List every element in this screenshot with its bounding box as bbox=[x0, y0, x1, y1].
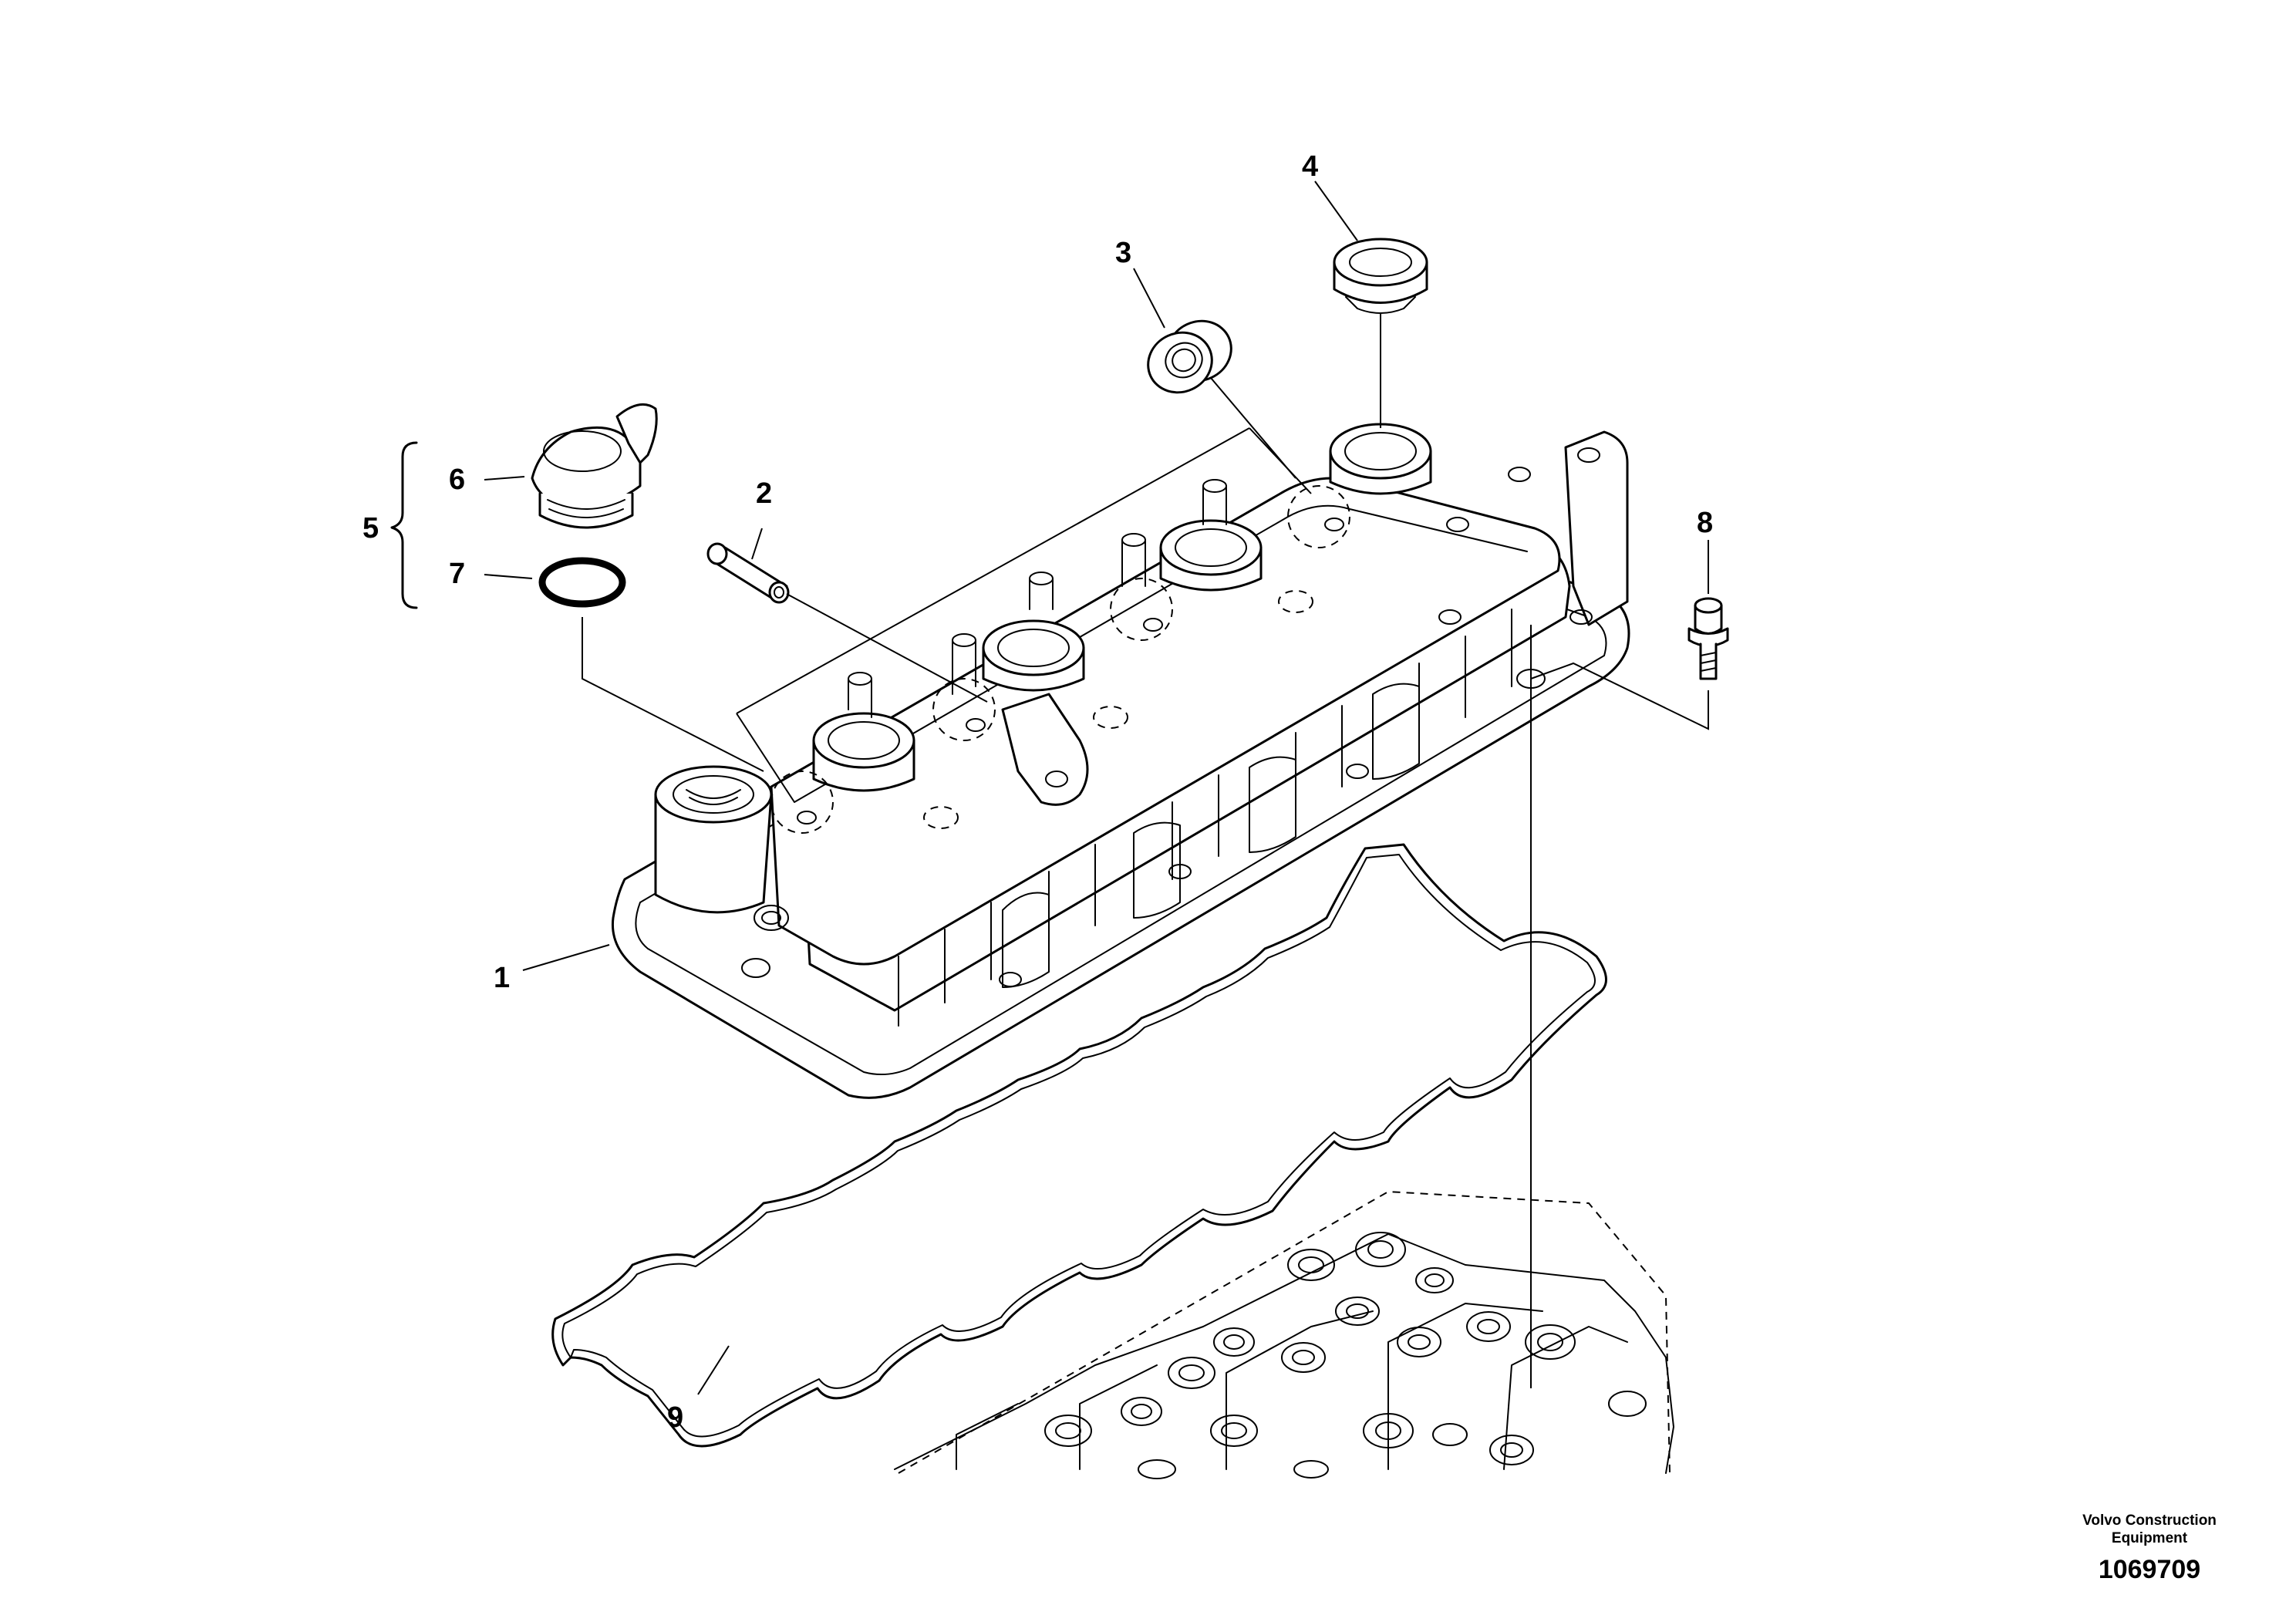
callout-2: 2 bbox=[756, 477, 772, 510]
callout-4: 4 bbox=[1302, 150, 1318, 183]
leader-lines bbox=[390, 180, 1709, 1395]
callout-3: 3 bbox=[1115, 237, 1131, 269]
callout-1: 1 bbox=[494, 962, 510, 994]
sealing-plug bbox=[1333, 238, 1428, 314]
injector-well-2 bbox=[982, 619, 1085, 692]
oil-filler-cap bbox=[531, 403, 658, 529]
flange-bolt bbox=[1687, 597, 1729, 680]
valve-cover-gasket bbox=[551, 843, 1607, 1448]
oil-filler-neck bbox=[654, 765, 789, 931]
injector-well-4 bbox=[1329, 423, 1432, 495]
callout-labels: 1 2 3 4 5 6 7 8 9 bbox=[362, 150, 1713, 1434]
o-ring bbox=[538, 557, 626, 608]
injector-well-1 bbox=[812, 712, 915, 792]
injector-well-3 bbox=[1159, 519, 1263, 592]
callout-7: 7 bbox=[449, 558, 465, 590]
dowel-pin bbox=[706, 542, 790, 604]
drawing-number: 1069709 bbox=[2098, 1555, 2201, 1584]
cylinder-head-illustration bbox=[894, 1190, 1674, 1479]
brand-line-2: Equipment bbox=[2111, 1530, 2188, 1546]
valve-cover bbox=[611, 423, 1630, 1099]
callout-9: 9 bbox=[667, 1401, 683, 1434]
drawing-footer: Volvo Construction Equipment 1069709 bbox=[2065, 1512, 2234, 1585]
callout-6: 6 bbox=[449, 464, 465, 496]
callout-5: 5 bbox=[362, 512, 379, 545]
brand-line-1: Volvo Construction bbox=[2082, 1512, 2217, 1529]
callout-8: 8 bbox=[1697, 507, 1713, 539]
seal-ring bbox=[1147, 319, 1232, 394]
